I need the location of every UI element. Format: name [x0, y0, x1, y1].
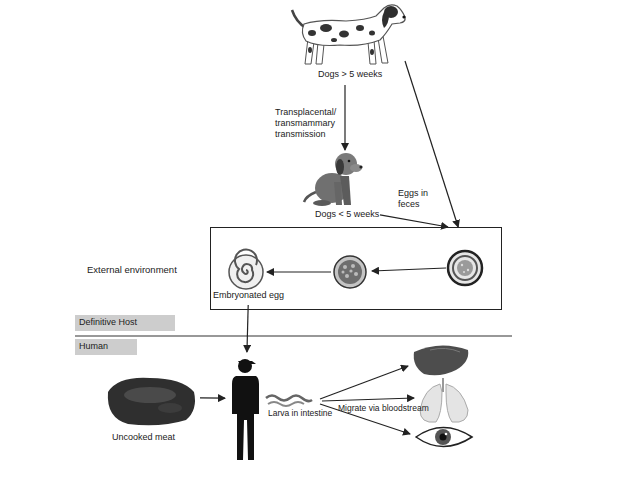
- unembryonated-egg: [453, 256, 477, 280]
- developing-egg: [345, 274, 349, 278]
- unembryonated-egg: [448, 251, 482, 285]
- edge-label: Transplacental/ transmammary transmissio…: [275, 107, 343, 140]
- puppy-illustration: [304, 153, 363, 206]
- adult-dog-illustration: [320, 24, 332, 32]
- transmission-arrow: [200, 397, 225, 398]
- larva-drawing: [266, 396, 312, 407]
- host-band: Human: [75, 339, 137, 355]
- puppy-illustration: [334, 182, 342, 205]
- node-label: Larva in intestine: [268, 409, 332, 419]
- human-host-node: Larva in intestine: [225, 352, 337, 462]
- puppy-illustration: [359, 165, 362, 168]
- adult-dog-illustration: [370, 49, 374, 55]
- separator-line: [75, 335, 512, 336]
- human-figure: [232, 376, 259, 460]
- larva-drawing: [266, 396, 312, 402]
- lung-illustration: [446, 384, 468, 422]
- meat-illustration: [158, 403, 182, 413]
- human-figure: [232, 359, 259, 460]
- adult-dog-illustration: [331, 38, 337, 42]
- puppy-illustration: [313, 200, 331, 206]
- unembryonated-egg: [461, 264, 463, 266]
- puppy-illustration: [336, 159, 344, 175]
- developing-egg: [338, 260, 362, 284]
- node-label: Definitive Host: [79, 317, 137, 327]
- adult-dog-illustration: [402, 15, 405, 18]
- eye-illustration: [416, 428, 472, 447]
- developing-egg: [334, 256, 366, 288]
- unembryonated-egg: [448, 251, 482, 285]
- node-label: External environment: [87, 265, 177, 276]
- liver-illustration: [414, 345, 469, 375]
- larva-drawing: [268, 402, 304, 406]
- unembryonated-egg: [463, 271, 465, 273]
- embryonated-egg-node: Embryonated egg: [213, 250, 293, 305]
- developing-egg: [342, 271, 345, 274]
- embryonated-egg-drawing: [229, 249, 263, 289]
- edge-label: Eggs in feces: [398, 188, 434, 210]
- meat-illustration: [108, 378, 195, 426]
- embryonated-egg-drawing: [235, 249, 257, 282]
- developing-egg: [343, 265, 347, 269]
- puppy-node: Dogs < 5 weeks: [300, 150, 380, 222]
- eye-illustration: [435, 429, 451, 445]
- environment-box: External environmentEmbryonated egg: [210, 227, 502, 310]
- node-label: Embryonated egg: [213, 290, 284, 300]
- transmission-arrow: [247, 305, 248, 352]
- puppy-illustration: [348, 160, 351, 163]
- meat-illustration: [108, 378, 195, 426]
- host-band: Definitive Host: [75, 315, 175, 331]
- node-label: Uncooked meat: [112, 432, 175, 442]
- lung-illustration: [442, 378, 444, 392]
- migration-arrow: [320, 366, 408, 399]
- adult-dog-node: Dogs > 5 weeks: [285, 5, 405, 85]
- eye-illustration: [416, 428, 472, 447]
- meat-illustration: [124, 387, 176, 403]
- adult-dog-illustration: [369, 31, 375, 36]
- developing-egg: [354, 272, 358, 276]
- meat-node: Uncooked meat: [100, 372, 200, 444]
- puppy-illustration: [304, 192, 316, 202]
- developing-egg: [349, 269, 352, 272]
- transmission-arrow: [344, 85, 345, 150]
- developing-egg: [334, 256, 366, 288]
- adult-dog-illustration: [382, 12, 389, 28]
- adult-dog-illustration: [308, 47, 312, 53]
- puppy-illustration: [335, 153, 357, 175]
- development-arrow: [372, 268, 446, 271]
- node-label: Dogs < 5 weeks: [315, 209, 379, 219]
- annotation-text: Migrate via bloodstream: [338, 404, 429, 414]
- lung-illustration: [420, 378, 468, 422]
- adult-dog-illustration: [339, 31, 349, 38]
- adult-dog-illustration: [292, 5, 406, 64]
- transmission-arrow: [380, 215, 448, 227]
- eye-illustration: [440, 434, 447, 441]
- unembryonated-egg: [457, 260, 473, 276]
- liver-illustration: [430, 348, 460, 352]
- adult-dog-illustration: [302, 5, 405, 46]
- migration-arrow: [322, 398, 414, 401]
- eye-illustration: [445, 433, 448, 436]
- developing-egg: [351, 264, 355, 268]
- adult-dog-illustration: [356, 25, 364, 31]
- node-label: Dogs > 5 weeks: [318, 69, 382, 79]
- human-figure: [238, 361, 256, 364]
- liver-illustration: [414, 345, 469, 375]
- development-arrow: [267, 271, 331, 272]
- puppy-illustration: [350, 164, 362, 172]
- node-label: Human: [79, 341, 108, 351]
- adult-dog-illustration: [308, 30, 316, 36]
- unembryonated-egg: [467, 269, 469, 271]
